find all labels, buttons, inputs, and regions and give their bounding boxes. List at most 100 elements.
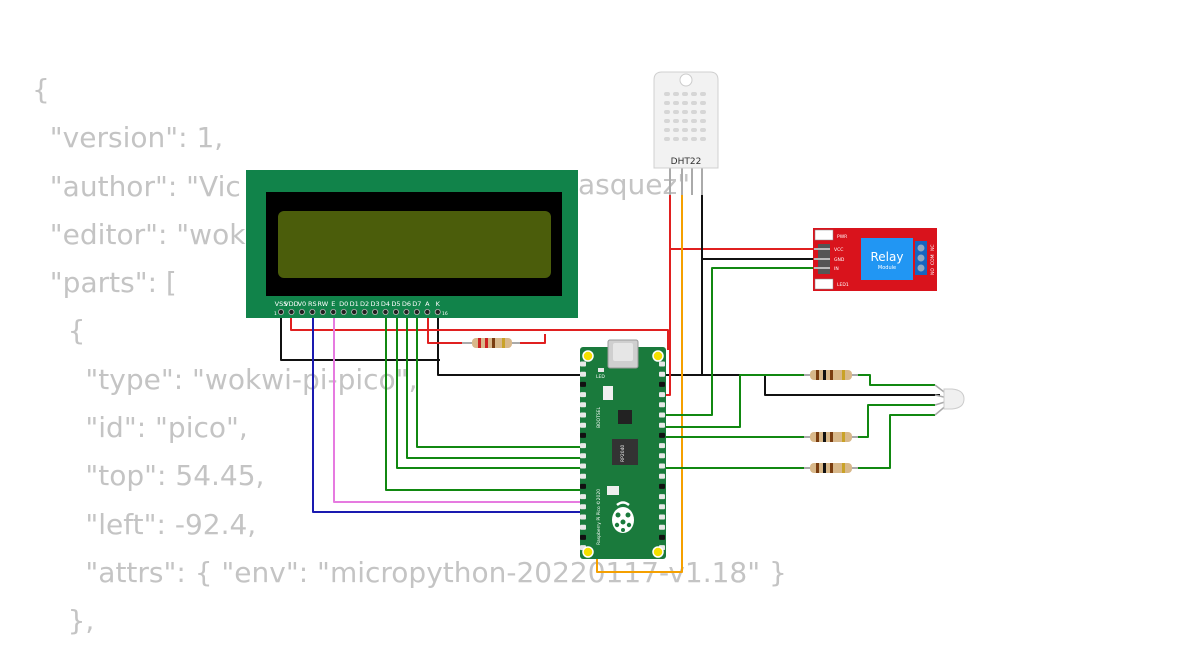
code-line: "author": "Vic xyxy=(32,169,241,203)
lcd-pin-label: A xyxy=(425,300,430,308)
lcd-pin[interactable] xyxy=(330,308,337,315)
lcd-pin[interactable] xyxy=(340,308,347,315)
relay-terminal-screw xyxy=(917,244,925,252)
pico-pin[interactable] xyxy=(659,514,665,520)
dht-mount-hole xyxy=(679,73,693,87)
pico-pin[interactable] xyxy=(580,504,586,510)
pico-pin[interactable] xyxy=(659,392,665,398)
lcd-pin[interactable] xyxy=(319,308,326,315)
rgb-led-body xyxy=(943,388,965,410)
pico-pin[interactable] xyxy=(659,463,665,469)
wires xyxy=(280,193,940,573)
pico-pin[interactable] xyxy=(659,524,665,530)
lcd-pin-label: D6 xyxy=(402,300,411,308)
pico-pin[interactable] xyxy=(580,483,586,489)
dht-vent xyxy=(691,128,697,132)
lcd-pin[interactable] xyxy=(372,308,379,315)
pico-bootsel-button[interactable] xyxy=(603,386,613,400)
pi-pico-board[interactable]: LED RP2040 Raspberry Pi Pico ©2020 BOOTS… xyxy=(580,339,666,559)
pico-pin[interactable] xyxy=(659,534,665,540)
pico-mount-hole xyxy=(582,546,594,558)
resistor-led-1[interactable] xyxy=(804,370,858,380)
lcd-pin-last: 16 xyxy=(442,311,448,317)
pico-pin[interactable] xyxy=(580,371,586,377)
lcd-pin-label: D0 xyxy=(339,300,348,308)
lcd-pin[interactable] xyxy=(277,308,284,315)
lcd-pin[interactable] xyxy=(413,308,420,315)
pico-pin[interactable] xyxy=(580,392,586,398)
pico-pin[interactable] xyxy=(659,402,665,408)
dht-vent xyxy=(664,128,670,132)
resistor-band xyxy=(478,338,481,348)
pico-pin[interactable] xyxy=(580,381,586,387)
lcd-pin-label: D5 xyxy=(391,300,400,308)
pico-pin[interactable] xyxy=(580,494,586,500)
wire-lcd-rs xyxy=(312,311,582,513)
lcd-pin[interactable] xyxy=(298,308,305,315)
pico-pin[interactable] xyxy=(659,381,665,387)
dht-vent xyxy=(691,101,697,105)
pico-pin[interactable] xyxy=(659,453,665,459)
pico-pin[interactable] xyxy=(580,534,586,540)
pico-pin[interactable] xyxy=(659,361,665,367)
dht-vent xyxy=(673,110,679,114)
lcd-pin-label: RS xyxy=(308,300,317,308)
lcd-pin-label: E xyxy=(331,300,335,308)
pico-pin[interactable] xyxy=(659,494,665,500)
lcd-pin[interactable] xyxy=(309,308,316,315)
dht22-sensor[interactable]: DHT22 xyxy=(653,71,719,195)
pico-mount-hole xyxy=(582,350,594,362)
lcd-pin[interactable] xyxy=(392,308,399,315)
circuit-diagram: asquez" xyxy=(246,71,965,573)
resistor-backlight[interactable] xyxy=(462,338,520,348)
relay-module[interactable]: PWR LED1 VCC GND IN Relay Module NO COM … xyxy=(813,228,937,291)
code-fragment: asquez" xyxy=(578,168,690,201)
pico-pin[interactable] xyxy=(659,371,665,377)
code-line: { xyxy=(32,314,86,348)
pico-pin[interactable] xyxy=(580,463,586,469)
dht-vent xyxy=(691,92,697,96)
pico-pin[interactable] xyxy=(580,432,586,438)
resistor-led-3[interactable] xyxy=(804,463,858,473)
lcd-pin[interactable] xyxy=(382,308,389,315)
resistor-band xyxy=(502,338,505,348)
pico-side-text: Raspberry Pi Pico ©2020 xyxy=(595,489,602,545)
lcd-pin[interactable] xyxy=(424,308,431,315)
dht-vent xyxy=(664,137,670,141)
lcd-pin[interactable] xyxy=(434,308,441,315)
lcd-pin[interactable] xyxy=(361,308,368,315)
pico-pin[interactable] xyxy=(659,412,665,418)
pico-pin[interactable] xyxy=(659,504,665,510)
relay-led1-label: LED1 xyxy=(837,282,849,288)
pico-left-pins xyxy=(580,361,586,551)
resistor-led-2[interactable] xyxy=(804,432,858,442)
wire-led-r xyxy=(660,374,810,428)
pico-pin[interactable] xyxy=(580,412,586,418)
rgb-led[interactable] xyxy=(934,384,965,416)
pico-pin[interactable] xyxy=(580,402,586,408)
wire-lcd-d7 xyxy=(416,311,582,448)
dht-vent xyxy=(682,92,688,96)
pico-pin[interactable] xyxy=(580,453,586,459)
pico-pin[interactable] xyxy=(580,524,586,530)
pico-pin[interactable] xyxy=(580,422,586,428)
pico-pin[interactable] xyxy=(659,483,665,489)
lcd-pin[interactable] xyxy=(403,308,410,315)
pico-pin[interactable] xyxy=(659,432,665,438)
pico-pin[interactable] xyxy=(580,361,586,367)
pico-pin[interactable] xyxy=(659,422,665,428)
lcd-pin-first: 1 xyxy=(274,311,277,317)
pico-pin[interactable] xyxy=(659,473,665,479)
pico-pin[interactable] xyxy=(580,514,586,520)
lcd-pin[interactable] xyxy=(351,308,358,315)
code-line: "attrs": { "env": "micropython-20220117-… xyxy=(32,555,787,589)
relay-led-pwr xyxy=(814,229,834,241)
wire-res1-led xyxy=(852,374,935,386)
pico-pin[interactable] xyxy=(580,443,586,449)
lcd-pin[interactable] xyxy=(288,308,295,315)
pico-led xyxy=(598,368,604,372)
pico-pin[interactable] xyxy=(659,443,665,449)
pico-pin[interactable] xyxy=(580,473,586,479)
